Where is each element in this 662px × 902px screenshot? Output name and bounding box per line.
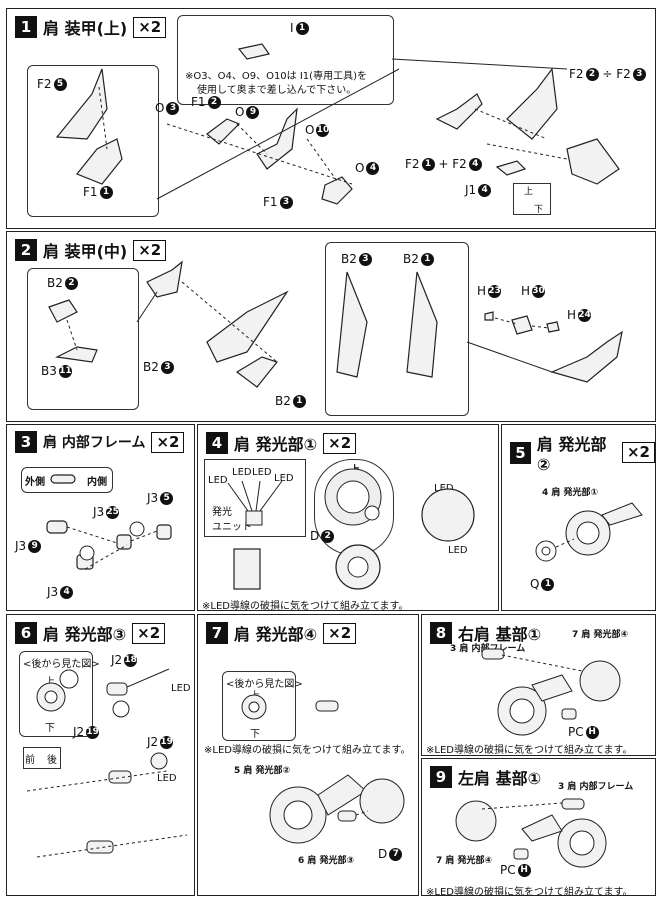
ref-step-7: 7 肩 発光部④ bbox=[572, 630, 629, 640]
step-1-note-line2: 使用して奥まで差し込んで下さい。 bbox=[197, 85, 357, 96]
front-back-box bbox=[23, 747, 61, 769]
step-3-title: 3 肩 内部フレーム ×2 bbox=[15, 431, 185, 453]
step-2-drawing bbox=[48, 260, 623, 388]
step-1-note-box bbox=[177, 15, 394, 105]
led-down-label: LED bbox=[448, 545, 468, 556]
label-down: 下 bbox=[250, 729, 260, 740]
step-1-panel: 1 肩 装甲(上) ×2 ※O3、O4、O9、O10は I1(専用工具)を 使用… bbox=[6, 8, 656, 229]
step-title-text: 肩 装甲(上) bbox=[43, 19, 128, 38]
ref-step-5: 5 肩 発光部② bbox=[234, 766, 291, 776]
step-4-title: 4 肩 発光部① ×2 bbox=[206, 431, 357, 455]
step-2-title: 2 肩 装甲(中) ×2 bbox=[15, 238, 167, 262]
label-outer: 外側 bbox=[25, 477, 45, 488]
led-label-4: LED bbox=[274, 473, 294, 484]
step-8-title: 8 右肩 基部① bbox=[430, 621, 541, 645]
step-6-title: 6 肩 発光部③ ×2 bbox=[15, 621, 166, 645]
led-label: LED bbox=[171, 683, 191, 694]
step-7-caution: ※LED導線の破損に気をつけて組み立てます。 bbox=[204, 745, 411, 756]
step-7-drawing bbox=[241, 694, 405, 844]
led-label-2: LED bbox=[157, 773, 177, 784]
step-8-drawing bbox=[481, 648, 621, 736]
ref-step-3: 3 肩 内部フレーム bbox=[558, 782, 634, 792]
step-1-drawing bbox=[55, 43, 620, 205]
back-label: 後 bbox=[47, 755, 57, 766]
step-5-drawing bbox=[535, 502, 643, 562]
step-number: 1 bbox=[15, 16, 37, 38]
led-label-3: LED bbox=[252, 467, 272, 478]
quantity-badge: ×2 bbox=[133, 16, 167, 38]
front-label: 前 bbox=[25, 755, 35, 766]
step-3-drawing bbox=[46, 474, 172, 570]
step-1-title: 1 肩 装甲(上) ×2 bbox=[15, 15, 167, 39]
label-down: 下 bbox=[45, 723, 55, 734]
led-up-label: LED bbox=[434, 483, 454, 494]
step-4-panel: 4 肩 発光部① ×2 LED LED LED LED 発光 ユニット 上 D2… bbox=[197, 424, 499, 611]
led-label-2: LED bbox=[232, 467, 252, 478]
step-4-drawing bbox=[227, 468, 475, 590]
ref-step-6: 6 肩 発光部③ bbox=[298, 856, 355, 866]
step-8-caution: ※LED導線の破損に気をつけて組み立てます。 bbox=[426, 745, 633, 756]
led-label-1: LED bbox=[208, 475, 228, 486]
unit-label: 発光 ユニット bbox=[212, 507, 252, 533]
ref-step-7: 7 肩 発光部④ bbox=[436, 856, 493, 866]
orientation-box: 上 下 bbox=[513, 183, 551, 215]
step-1-inset-right bbox=[399, 49, 652, 225]
step-4-caution: ※LED導線の破損に気をつけて組み立てます。 bbox=[202, 601, 409, 611]
label-up: 上 bbox=[45, 677, 55, 688]
step-7-panel: 7 肩 発光部④ ×2 <後から見た図> 上 下 ※LED導線の破損に気をつけて… bbox=[197, 614, 419, 896]
step-9-drawing bbox=[455, 798, 607, 868]
step-1-note-line1: ※O3、O4、O9、O10は I1(専用工具)を bbox=[185, 71, 367, 82]
step-5-title: 5 肩 発光部② ×2 bbox=[510, 431, 655, 474]
step-8-panel: 8 右肩 基部① 3 肩 内部フレーム 7 肩 発光部④ PCH ※LED導線の… bbox=[421, 614, 656, 756]
back-view-label: <後から見た図> bbox=[23, 659, 100, 670]
ref-step-4: 4 肩 発光部① bbox=[542, 488, 599, 498]
step-7-title: 7 肩 発光部④ ×2 bbox=[206, 621, 357, 645]
step-9-title: 9 左肩 基部① bbox=[430, 765, 541, 789]
step-2-inset-left bbox=[27, 268, 139, 410]
back-view-label: <後から見た図> bbox=[226, 679, 303, 690]
step-9-caution: ※LED導線の破損に気をつけて組み立てます。 bbox=[426, 887, 633, 896]
step-6-drawing bbox=[26, 668, 188, 858]
label-inner: 内側 bbox=[87, 477, 107, 488]
